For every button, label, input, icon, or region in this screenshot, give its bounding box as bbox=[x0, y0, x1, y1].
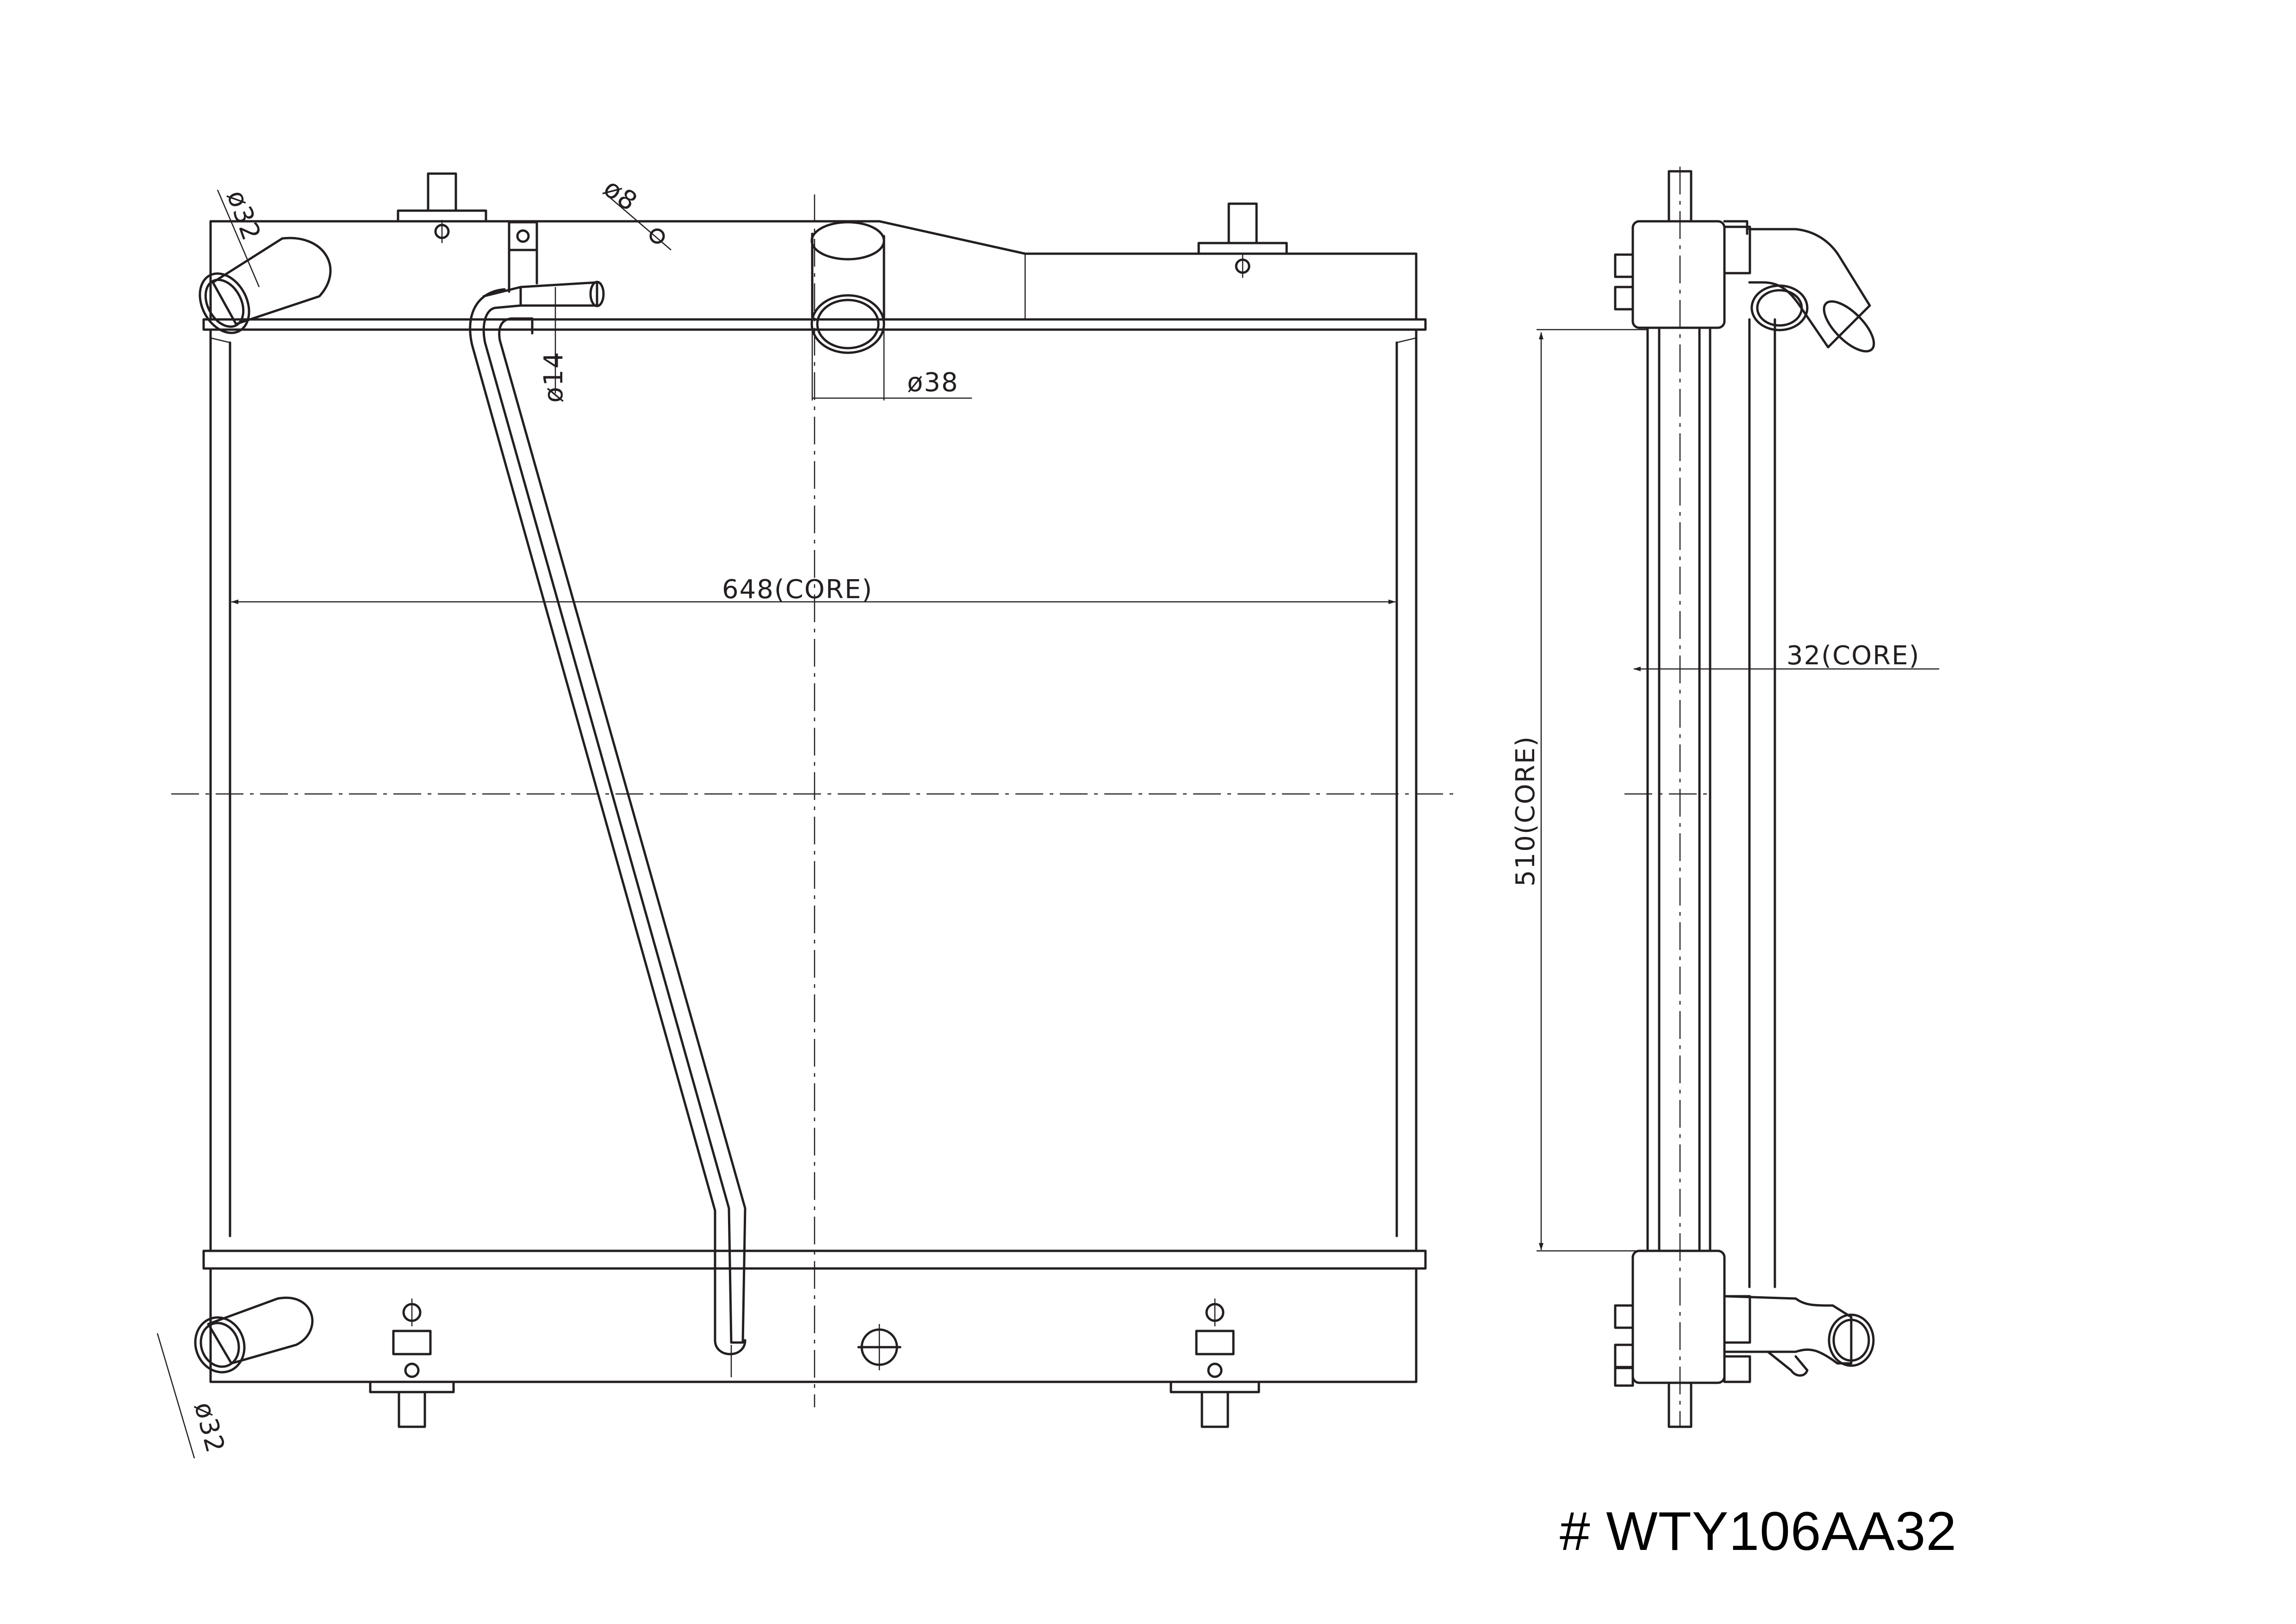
bottom-tank-flange bbox=[202, 1249, 1427, 1270]
dim-core-height-label: 510(CORE) bbox=[1511, 736, 1541, 887]
dim-core-width: 648(CORE) bbox=[231, 575, 1396, 605]
upper-hose-neck bbox=[199, 237, 332, 334]
dim-core-thickness: 32(CORE) bbox=[1633, 641, 1939, 671]
part-number: # WTY106AA32 bbox=[1560, 1501, 1957, 1562]
dim-core-thickness-label: 32(CORE) bbox=[1786, 641, 1920, 671]
bottom-tank bbox=[209, 1267, 1418, 1383]
side-lower-hose bbox=[1723, 1295, 1875, 1377]
side-upper-hose bbox=[1748, 228, 1875, 353]
dim-oil-line-label: ø14 bbox=[539, 351, 569, 403]
drain-plug bbox=[857, 1324, 902, 1370]
side-bottom-tank bbox=[1631, 1249, 1726, 1384]
bottom-mount-right bbox=[1170, 1299, 1260, 1428]
top-tank-flange bbox=[202, 318, 1427, 331]
dim-lower-hose-label: ø32 bbox=[188, 1399, 230, 1457]
core bbox=[209, 328, 1418, 1252]
bleed-port bbox=[649, 228, 665, 244]
oil-cooler-line bbox=[469, 221, 747, 1377]
dim-bleed-label: ø8 bbox=[598, 173, 643, 218]
side-view: 510(CORE) 32(CORE) bbox=[1511, 167, 1939, 1428]
dim-upper-hose-label: ø32 bbox=[221, 187, 267, 245]
dim-inlet: ø38 bbox=[811, 331, 972, 400]
top-mount-right bbox=[1197, 202, 1288, 278]
dim-inlet-label: ø38 bbox=[907, 368, 959, 398]
front-view: 648(CORE) ø38 ø14 ø8 ø32 ø32 bbox=[156, 172, 1458, 1459]
top-mount-left bbox=[397, 172, 487, 243]
dim-core-height: 510(CORE) bbox=[1511, 329, 1648, 1252]
side-top-tank bbox=[1631, 220, 1726, 329]
lower-hose-neck bbox=[194, 1296, 314, 1374]
dim-core-width-label: 648(CORE) bbox=[722, 575, 873, 605]
inlet-pipe bbox=[810, 221, 885, 354]
dim-oil-line: ø14 bbox=[539, 287, 569, 403]
bottom-mount-left bbox=[369, 1299, 455, 1428]
